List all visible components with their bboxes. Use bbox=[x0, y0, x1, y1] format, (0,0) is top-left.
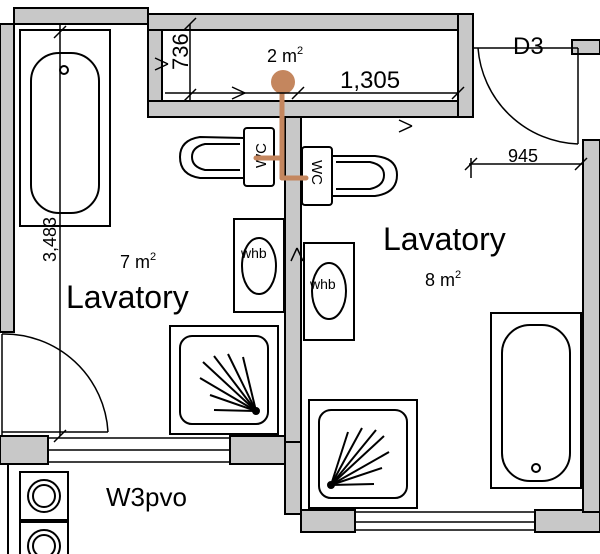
wall-bottom-left bbox=[0, 435, 49, 465]
wall-left-outer bbox=[0, 23, 15, 333]
dim-shaft-height: 736 bbox=[168, 33, 193, 70]
drain-pipe-head bbox=[271, 70, 295, 94]
wall-right-outer bbox=[582, 139, 600, 513]
wall-bottom-mid bbox=[229, 435, 286, 465]
room-area-right: 8 m2 bbox=[425, 269, 461, 290]
shower-right bbox=[308, 399, 418, 509]
room-name-left: Lavatory bbox=[66, 279, 189, 315]
shaft-area: 2 m2 bbox=[267, 45, 303, 66]
wall-shaft-top bbox=[147, 13, 474, 31]
bathtub-left bbox=[19, 29, 111, 227]
wc-left bbox=[178, 127, 275, 187]
wall-top-left bbox=[13, 7, 149, 25]
wall-bottom-right bbox=[300, 509, 356, 533]
wall-center-lower bbox=[284, 441, 302, 515]
door-d3-swing bbox=[473, 47, 579, 145]
wall-top-right bbox=[571, 39, 600, 55]
window-bottom-left bbox=[48, 437, 230, 463]
appliances-w3pvo bbox=[7, 464, 69, 554]
whb-left bbox=[233, 218, 285, 313]
wall-shaft-right bbox=[457, 13, 474, 118]
wall-bottom-right-2 bbox=[534, 509, 600, 533]
wc-label-right: WC bbox=[308, 160, 325, 185]
bathtub-right bbox=[490, 312, 582, 489]
whb-right bbox=[303, 242, 355, 341]
whb-label-left: whb bbox=[240, 245, 267, 261]
walls bbox=[0, 7, 600, 533]
wc-right bbox=[301, 146, 399, 206]
wc-label-left: WC bbox=[253, 143, 270, 168]
room-name-right: Lavatory bbox=[383, 221, 506, 257]
door-label-d3: D3 bbox=[513, 33, 544, 60]
window-bottom-right bbox=[355, 511, 535, 531]
shower-left bbox=[169, 325, 279, 435]
drain-pipe bbox=[253, 81, 309, 181]
dim-left-height: 3,483 bbox=[40, 217, 60, 262]
wall-shaft-bottom bbox=[147, 100, 474, 118]
dim-right-width: 945 bbox=[508, 146, 538, 166]
dimension-lines bbox=[53, 17, 588, 443]
room-name-bottom: W3pvo bbox=[106, 482, 187, 512]
door-left-swing bbox=[1, 333, 109, 436]
dim-shaft-width: 1,305 bbox=[340, 67, 400, 94]
whb-label-right: whb bbox=[309, 276, 336, 292]
room-area-left: 7 m2 bbox=[120, 251, 156, 272]
wall-center bbox=[284, 116, 302, 443]
